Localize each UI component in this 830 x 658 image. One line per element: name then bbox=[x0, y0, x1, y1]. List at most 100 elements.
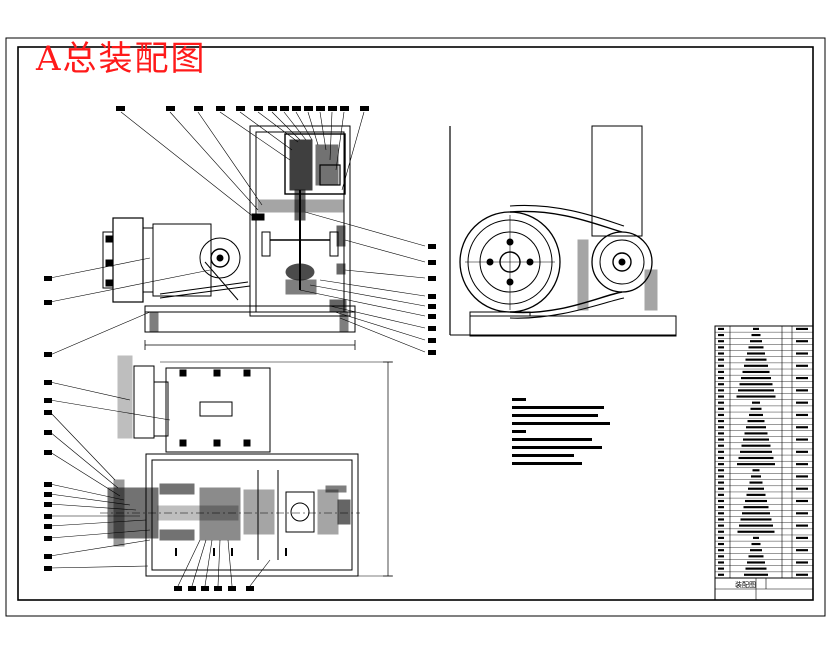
parts-row-material bbox=[796, 463, 808, 466]
parts-row-material bbox=[796, 499, 808, 503]
parts-row-number bbox=[718, 499, 724, 503]
parts-row-text bbox=[751, 475, 761, 478]
parts-row-material bbox=[796, 401, 808, 404]
parts-row-text bbox=[751, 542, 761, 546]
parts-row-text bbox=[740, 450, 772, 453]
parts-row-number bbox=[718, 395, 724, 398]
parts-row-text bbox=[749, 481, 763, 484]
technical-notes bbox=[512, 398, 610, 465]
parts-row-number bbox=[718, 426, 724, 429]
top-view bbox=[100, 355, 393, 577]
parts-list bbox=[714, 325, 814, 601]
parts-row-text bbox=[748, 487, 764, 490]
parts-row-number bbox=[718, 542, 724, 546]
parts-row-number bbox=[718, 481, 724, 484]
outer-border bbox=[5, 37, 826, 617]
parts-row-material bbox=[796, 352, 808, 355]
parts-row-number bbox=[718, 561, 724, 564]
parts-row-material bbox=[796, 438, 808, 441]
parts-row-text bbox=[747, 420, 765, 423]
parts-row-text bbox=[741, 444, 771, 447]
parts-row-number bbox=[718, 555, 724, 558]
title-block-name: 装配图 bbox=[735, 580, 756, 589]
parts-row-text bbox=[740, 518, 772, 521]
parts-row-text bbox=[743, 506, 769, 509]
parts-row-text bbox=[742, 370, 770, 374]
parts-row-material bbox=[796, 377, 808, 380]
parts-row-number bbox=[718, 444, 724, 447]
parts-row-text bbox=[739, 383, 773, 386]
parts-row-text bbox=[745, 358, 767, 361]
parts-row-number bbox=[718, 432, 724, 435]
parts-row-number bbox=[718, 518, 724, 521]
parts-row-text bbox=[747, 561, 765, 564]
parts-row-material bbox=[796, 573, 808, 576]
parts-row-material bbox=[796, 512, 808, 515]
front-leaders bbox=[49, 111, 426, 356]
parts-row-text bbox=[738, 389, 774, 392]
motor-body bbox=[152, 223, 212, 297]
parts-row-material bbox=[796, 364, 808, 367]
parts-row-number bbox=[718, 530, 724, 533]
parts-row-text bbox=[751, 333, 761, 337]
parts-row-material bbox=[796, 426, 808, 429]
parts-row-number bbox=[718, 463, 724, 466]
parts-row-number bbox=[718, 340, 724, 343]
parts-row-text bbox=[739, 524, 773, 527]
parts-row-number bbox=[718, 512, 724, 515]
parts-row-number bbox=[718, 407, 724, 410]
parts-row-number bbox=[718, 536, 724, 539]
parts-row-text bbox=[737, 530, 775, 533]
parts-row-material bbox=[796, 487, 808, 490]
parts-row-number bbox=[718, 401, 724, 404]
side-view bbox=[449, 125, 677, 337]
parts-row-text bbox=[750, 340, 762, 343]
parts-row-text bbox=[736, 395, 776, 398]
parts-row-text bbox=[738, 456, 774, 460]
parts-row-material bbox=[796, 389, 808, 392]
front-pulley bbox=[199, 237, 241, 279]
parts-row-number bbox=[718, 438, 724, 441]
parts-row-text bbox=[743, 438, 769, 441]
parts-row-material bbox=[796, 524, 808, 527]
parts-row-number bbox=[718, 475, 724, 478]
parts-row-text bbox=[744, 432, 768, 435]
side-housing bbox=[591, 125, 643, 237]
parts-row-text bbox=[745, 499, 767, 503]
parts-row-text bbox=[753, 327, 759, 330]
parts-row-text bbox=[750, 549, 762, 552]
parts-list-rows bbox=[715, 327, 813, 576]
drawing-title: A总装配图 bbox=[36, 39, 207, 79]
parts-row-number bbox=[718, 413, 724, 417]
parts-row-number bbox=[718, 420, 724, 423]
front-base bbox=[144, 305, 356, 333]
parts-row-number bbox=[718, 327, 724, 330]
parts-row-text bbox=[747, 352, 765, 355]
parts-row-text bbox=[737, 463, 775, 466]
parts-row-material bbox=[796, 536, 808, 539]
parts-row-number bbox=[718, 493, 724, 496]
parts-row-number bbox=[718, 364, 724, 367]
parts-row-number bbox=[718, 450, 724, 453]
side-base bbox=[469, 315, 677, 337]
parts-row-text bbox=[748, 346, 764, 349]
parts-row-material bbox=[796, 340, 808, 343]
parts-row-number bbox=[718, 549, 724, 552]
parts-row-number bbox=[718, 456, 724, 460]
parts-row-number bbox=[718, 506, 724, 509]
parts-row-number bbox=[718, 573, 724, 576]
parts-row-text bbox=[752, 469, 760, 472]
parts-row-text bbox=[742, 512, 770, 515]
top-leaders bbox=[49, 381, 271, 587]
parts-row-text bbox=[752, 401, 760, 404]
parts-row-text bbox=[741, 377, 771, 380]
parts-row-text bbox=[744, 364, 768, 367]
parts-row-number bbox=[718, 487, 724, 490]
parts-row-material bbox=[796, 561, 808, 564]
motor-top-body bbox=[165, 367, 271, 453]
inner-frame bbox=[17, 46, 814, 601]
front-balloons bbox=[44, 106, 436, 357]
parts-row-text bbox=[750, 407, 762, 410]
front-view bbox=[102, 125, 356, 350]
